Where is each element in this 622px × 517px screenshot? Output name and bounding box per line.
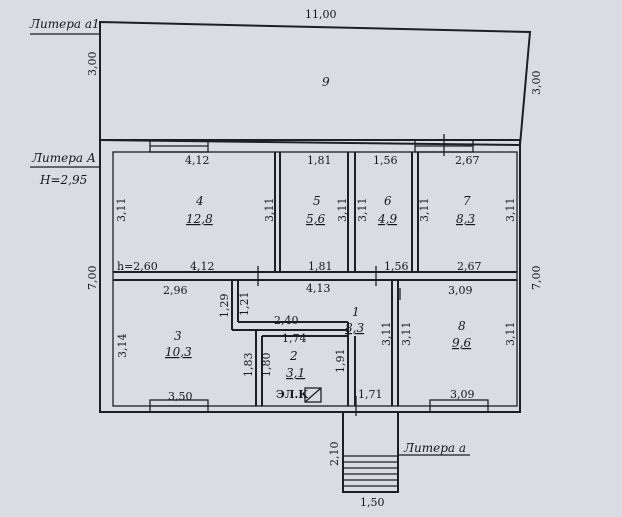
dim-r1-top: 4,13 <box>306 282 331 295</box>
room-7-area: 8,3 <box>456 212 475 226</box>
dim-1-21: 1,21 <box>238 292 251 317</box>
dim-a-left: 7,00 <box>86 266 99 291</box>
dim-1-80: 1,80 <box>260 353 273 378</box>
litera-a-label: Литера А <box>31 151 96 165</box>
room-9-number: 9 <box>322 75 330 89</box>
room-5-number: 5 <box>313 194 321 208</box>
room-1-number: 1 <box>352 305 360 319</box>
dim-a1-right: 3,00 <box>530 71 543 96</box>
room-3-number: 3 <box>174 329 182 343</box>
dim-r8-bottom: 3,09 <box>450 388 475 401</box>
dim-r6-left: 3,11 <box>356 198 369 223</box>
dim-r3-top: 2,96 <box>163 284 188 297</box>
dim-1-91: 1,91 <box>334 349 347 374</box>
dim-mid-267: 2,67 <box>457 260 482 273</box>
room-1-area: 8,3 <box>345 321 364 335</box>
room-7-number: 7 <box>463 194 471 208</box>
room-8-number: 8 <box>458 319 466 333</box>
dim-a1-left: 3,00 <box>86 52 99 77</box>
dim-r8-right: 3,11 <box>504 322 517 347</box>
dim-r6-right: 3,11 <box>418 198 431 223</box>
dim-r5-top: 1,81 <box>307 154 332 167</box>
dim-r8-top: 3,09 <box>448 284 473 297</box>
dim-2-40: 2,40 <box>274 314 299 327</box>
dim-r4-right: 3,11 <box>263 198 276 223</box>
dim-r6-top: 1,56 <box>373 154 398 167</box>
room-2-number: 2 <box>289 349 298 363</box>
dim-r5-right: 3,11 <box>336 198 349 223</box>
room-4-number: 4 <box>195 194 204 208</box>
dim-mid-156: 1,56 <box>384 260 409 273</box>
annex-a1 <box>30 20 532 147</box>
dim-1-74: 1,74 <box>282 332 307 345</box>
dim-r1-bottom: 1,71 <box>358 388 383 401</box>
dim-porch-height: 2,10 <box>328 442 341 467</box>
litera-a-porch-label: Литера а <box>403 441 466 455</box>
litera-a-height: Н=2,95 <box>39 173 87 187</box>
dim-r4-top: 4,12 <box>185 154 210 167</box>
dim-r7-top: 2,67 <box>455 154 480 167</box>
dim-porch-width: 1,50 <box>360 496 385 509</box>
electric-cabinet-label: ЭЛ.К <box>276 388 308 401</box>
room-3-area: 10,3 <box>165 345 192 359</box>
dim-1-29: 1,29 <box>218 294 231 319</box>
dim-r4-left: 3,11 <box>115 198 128 223</box>
ceiling-height-label: h=2,60 <box>117 260 158 273</box>
dim-mid-181: 1,81 <box>308 260 333 273</box>
dim-r1-right-2: 3,11 <box>400 322 413 347</box>
room-5-area: 5,6 <box>306 212 325 226</box>
dim-1-83: 1,83 <box>242 353 255 378</box>
house-a-walls <box>99 134 521 416</box>
dim-r7-right: 3,11 <box>504 198 517 223</box>
room-8-area: 9,6 <box>452 336 471 350</box>
dim-mid-412: 4,12 <box>190 260 215 273</box>
room-6-number: 6 <box>384 194 392 208</box>
room-2-area: 3,1 <box>286 366 305 380</box>
room-4-area: 12,8 <box>186 212 213 226</box>
dim-r3-left: 3,14 <box>116 334 129 359</box>
litera-a1-label: Литера а1 <box>29 17 100 31</box>
dim-r1-right-1: 3,11 <box>380 322 393 347</box>
room-6-area: 4,9 <box>377 212 397 226</box>
dim-a-right: 7,00 <box>530 266 543 291</box>
dim-a1-width: 11,00 <box>305 8 337 21</box>
dim-r3-bottom: 3,50 <box>168 390 193 403</box>
porch-a <box>342 411 470 493</box>
